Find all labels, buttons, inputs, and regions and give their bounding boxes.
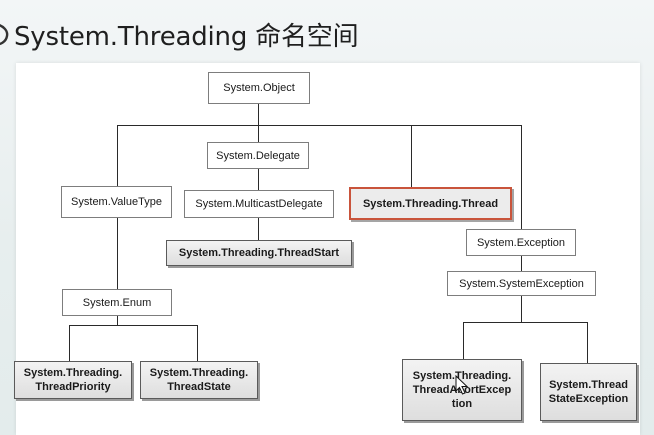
- connector: [117, 125, 118, 186]
- connector: [587, 322, 588, 363]
- connector: [258, 169, 259, 190]
- connector: [258, 125, 259, 142]
- connector: [411, 125, 412, 187]
- node-system-object: System.Object: [208, 72, 310, 104]
- connector: [197, 325, 198, 361]
- connector: [69, 325, 197, 326]
- connector: [258, 218, 259, 240]
- node-threading-thread: System.Threading.Thread: [349, 187, 512, 220]
- node-system-exception: System.Exception: [466, 229, 576, 256]
- node-system-multicast-delegate: System.MulticastDelegate: [184, 190, 334, 218]
- connector: [521, 125, 522, 229]
- connector: [521, 296, 522, 322]
- connector: [463, 322, 464, 359]
- node-threading-thread-state: System.Threading. ThreadState: [140, 361, 258, 399]
- node-system-enum: System.Enum: [62, 289, 172, 316]
- connector: [521, 256, 522, 271]
- node-threading-thread-state-exception: System.Thread StateException: [540, 363, 637, 421]
- mouse-cursor-icon: [455, 375, 469, 395]
- connector: [69, 325, 70, 361]
- node-system-value-type: System.ValueType: [61, 186, 172, 218]
- connector: [463, 322, 587, 323]
- connector: [117, 316, 118, 325]
- slide-title: System.Threading 命名空间: [14, 22, 359, 52]
- connector: [117, 125, 521, 126]
- node-system-delegate: System.Delegate: [207, 142, 309, 169]
- node-threading-thread-priority: System.Threading. ThreadPriority: [14, 361, 132, 399]
- node-threading-thread-start: System.Threading.ThreadStart: [166, 240, 352, 266]
- node-system-system-exception: System.SystemException: [447, 271, 596, 296]
- connector: [258, 104, 259, 125]
- bullet-icon: [0, 24, 9, 46]
- connector: [117, 218, 118, 289]
